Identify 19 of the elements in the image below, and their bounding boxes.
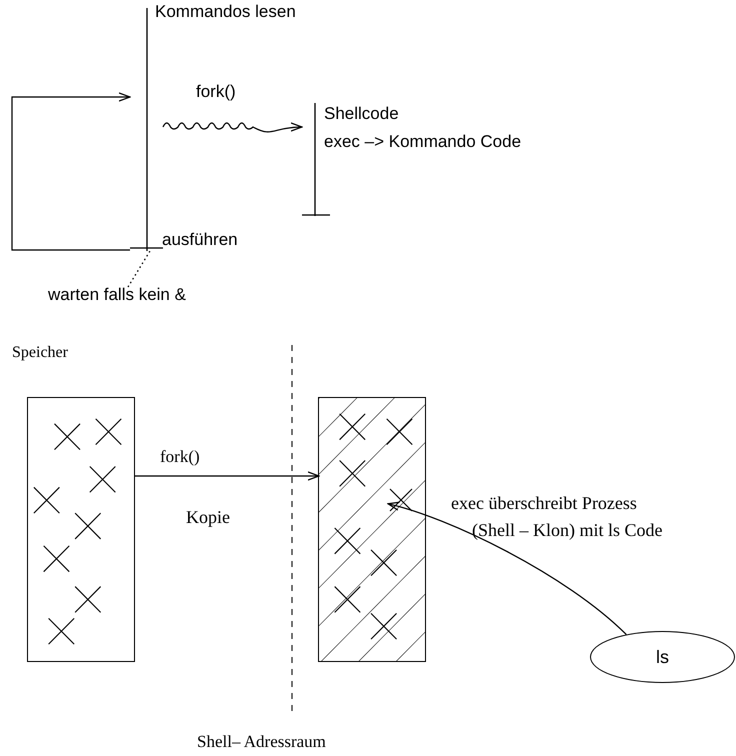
step-label: Shellcode: [324, 104, 399, 124]
cross-mark: [389, 488, 413, 512]
annotation-text: Shell– Adressraum: [197, 732, 326, 752]
annotation-text: Kopie: [186, 507, 230, 529]
edge-label: fork(): [160, 447, 200, 468]
step-label: Kommandos lesen: [155, 2, 296, 22]
ellipse-node: ls: [590, 631, 735, 683]
annotation-text: exec überschreibt Prozess: [451, 493, 637, 515]
note-text: warten falls kein &: [48, 285, 186, 306]
edge-label: fork(): [196, 82, 236, 102]
annotation-text: (Shell – Klon) mit ls Code: [472, 520, 662, 542]
memory-block: [27, 397, 135, 662]
wavy-arrow: [162, 122, 303, 132]
arrow: [135, 471, 320, 481]
step-label: ausführen: [162, 230, 238, 250]
step-label: exec –> Kommando Code: [324, 132, 522, 152]
arrow: [11, 92, 131, 251]
annotation-text: Speicher: [12, 343, 68, 362]
leader-line: [127, 250, 151, 288]
